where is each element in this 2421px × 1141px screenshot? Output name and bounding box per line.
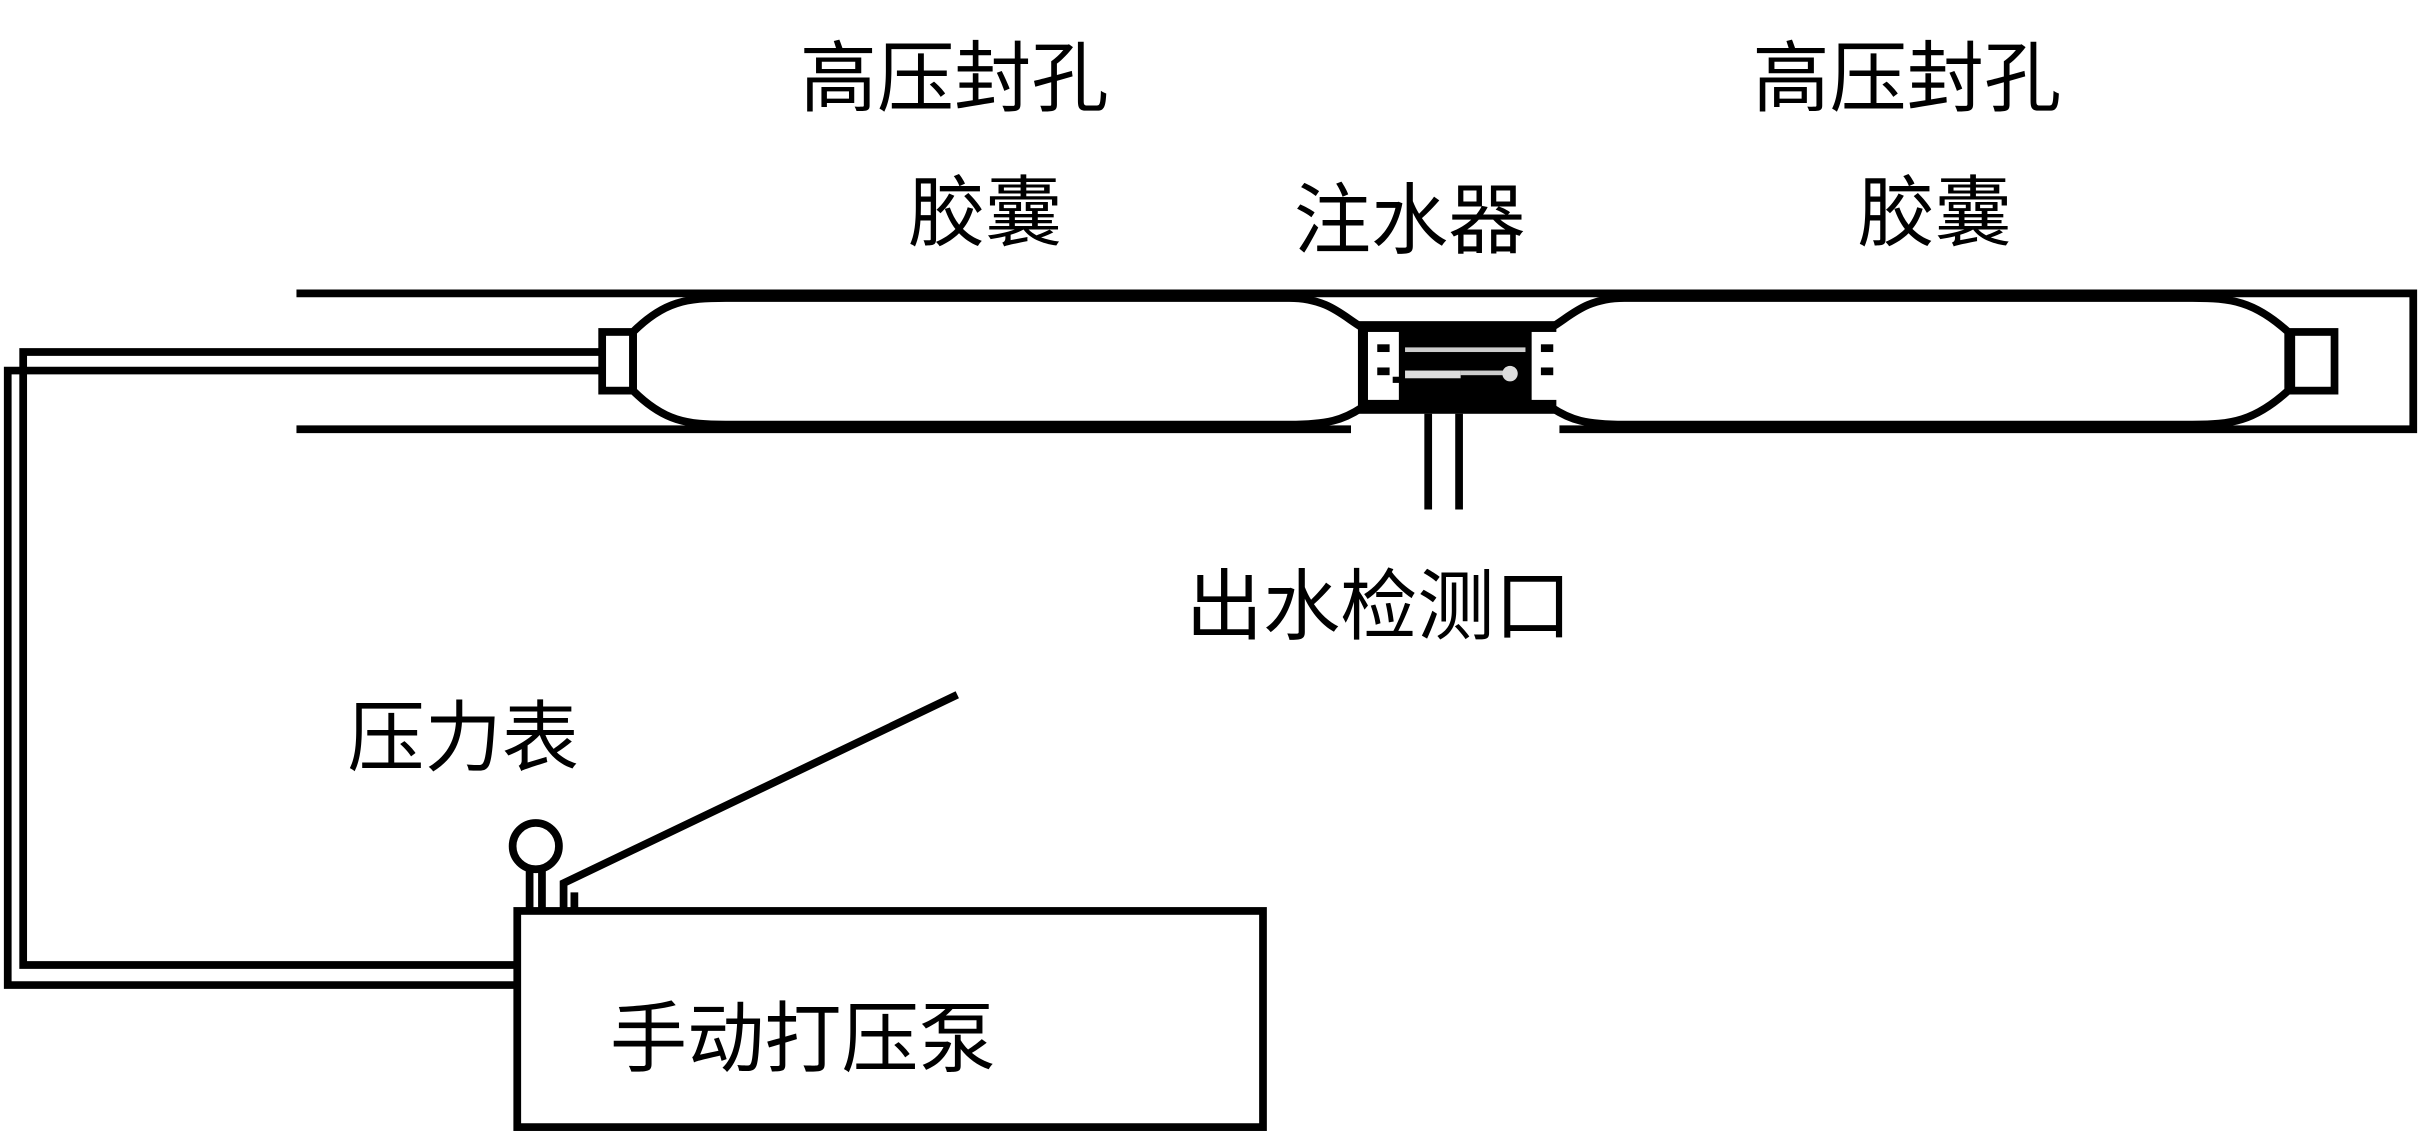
pump-handle bbox=[559, 691, 959, 911]
left-packer-label-line1: 高压封孔 bbox=[800, 34, 1109, 124]
left-packer-label-line2: 胶囊 bbox=[908, 168, 1062, 258]
gauge-label: 压力表 bbox=[347, 693, 579, 783]
water-injector bbox=[1358, 321, 1563, 414]
outlet-label: 出水检测口 bbox=[1186, 562, 1572, 652]
right-packer-connector bbox=[2287, 328, 2339, 395]
pressure-hose bbox=[3, 348, 603, 989]
outlet-pipe bbox=[1424, 413, 1463, 510]
pressure-gauge-icon bbox=[508, 819, 563, 874]
right-packer-label-line1: 高压封孔 bbox=[1752, 34, 2061, 124]
pump-box bbox=[513, 907, 1267, 1131]
injector-label: 注水器 bbox=[1294, 176, 1526, 266]
borehole-wall-top bbox=[296, 289, 2418, 434]
left-packer-connector bbox=[598, 328, 637, 395]
right-packer bbox=[1547, 294, 2293, 429]
left-packer bbox=[629, 294, 1366, 429]
gauge-stem bbox=[525, 869, 546, 911]
right-packer-label-line2: 胶囊 bbox=[1857, 168, 2011, 258]
pump-label: 手动打压泵 bbox=[610, 994, 996, 1084]
